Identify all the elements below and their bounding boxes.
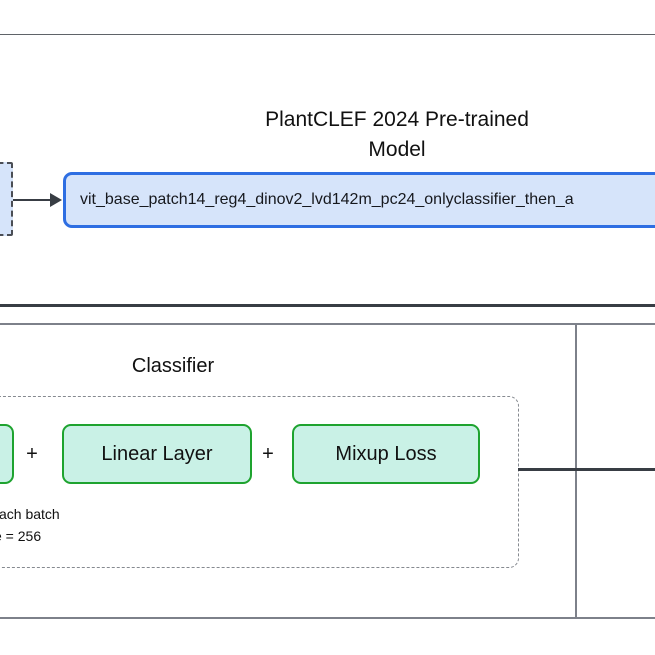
linear-layer-node: Linear Layer (62, 424, 252, 484)
linear-layer-label: Linear Layer (101, 442, 213, 465)
section-divider-thick-line (0, 304, 655, 307)
pretrained-model-title: PlantCLEF 2024 Pre-trained Model (265, 108, 529, 161)
pretrained-model-name: vit_base_patch14_reg4_dinov2_lvd142m_pc2… (80, 191, 574, 208)
batch-note-line2: e = 256 (0, 528, 42, 544)
plus-operator: + (262, 443, 274, 465)
plus-operator: + (26, 443, 38, 465)
arrow-head-icon (50, 193, 62, 207)
classifier-output-connector-line (518, 468, 655, 471)
pretrained-model-node: vit_base_patch14_reg4_dinov2_lvd142m_pc2… (63, 172, 655, 228)
table-top-border-line (0, 323, 655, 325)
batch-note-line1: ach batch (0, 506, 60, 522)
input-node-box (0, 162, 13, 236)
mixup-loss-node: Mixup Loss (292, 424, 480, 484)
arrow-line (13, 199, 51, 201)
top-divider-line (0, 34, 655, 35)
classifier-section-label: Classifier (131, 355, 215, 377)
classifier-dashed-group-box (0, 396, 519, 568)
table-bottom-border-line (0, 617, 655, 619)
classifier-component-node-cutoff (0, 424, 14, 484)
mixup-loss-label: Mixup Loss (335, 442, 437, 465)
